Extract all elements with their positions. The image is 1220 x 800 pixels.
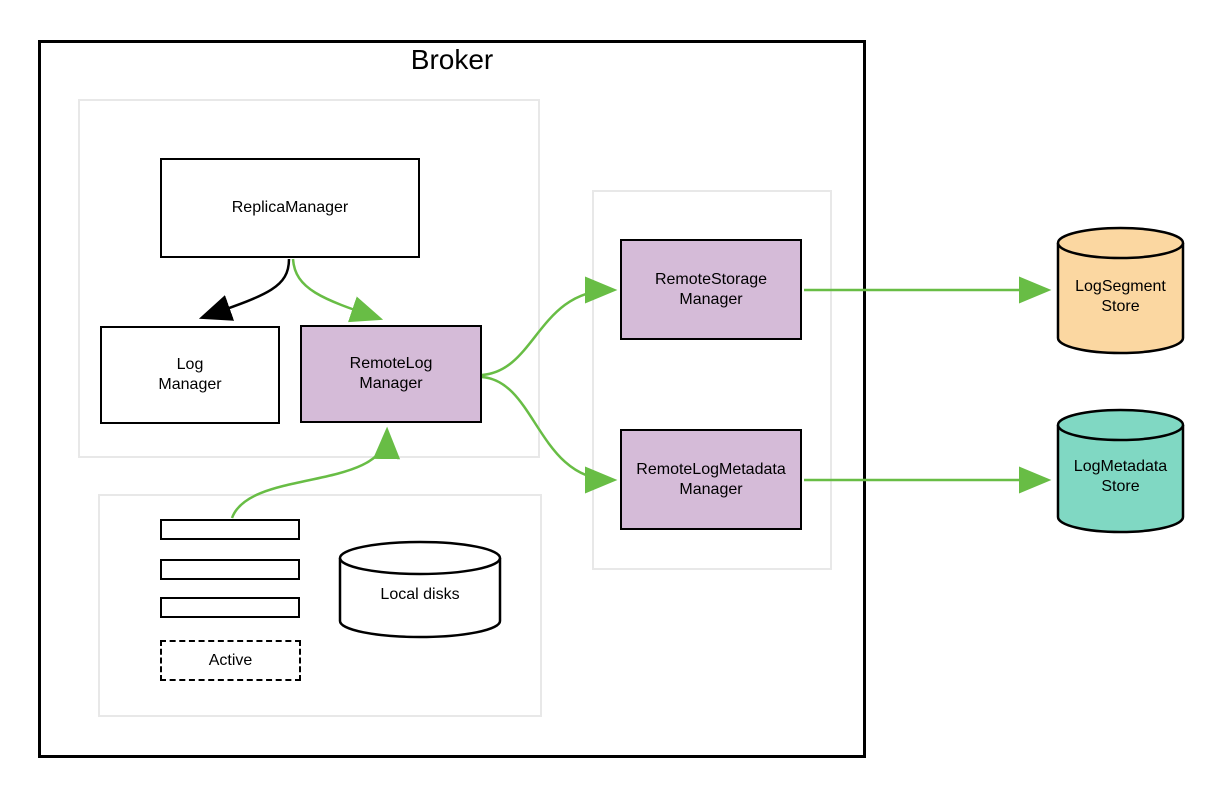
node-remote-storage-manager: RemoteStorage Manager bbox=[620, 239, 802, 340]
log-segment-rect bbox=[160, 559, 300, 580]
log-segment-rect bbox=[160, 597, 300, 618]
broker-title: Broker bbox=[410, 44, 494, 75]
broker-container-box bbox=[38, 40, 866, 758]
node-remote-log-manager: RemoteLog Manager bbox=[300, 325, 482, 423]
cylinder-log-segment-store bbox=[1056, 226, 1185, 355]
node-log-manager: Log Manager bbox=[100, 326, 280, 424]
label-log-metadata-store: LogMetadata Store bbox=[1073, 458, 1168, 495]
node-active-segment: Active bbox=[160, 640, 301, 681]
node-remote-log-metadata-manager: RemoteLogMetadata Manager bbox=[620, 429, 802, 530]
log-segment-rect bbox=[160, 519, 300, 540]
label-log-segment-store: LogSegment Store bbox=[1075, 277, 1166, 315]
node-replica-manager: ReplicaManager bbox=[160, 158, 420, 258]
cylinder-log-metadata-store bbox=[1056, 408, 1185, 534]
